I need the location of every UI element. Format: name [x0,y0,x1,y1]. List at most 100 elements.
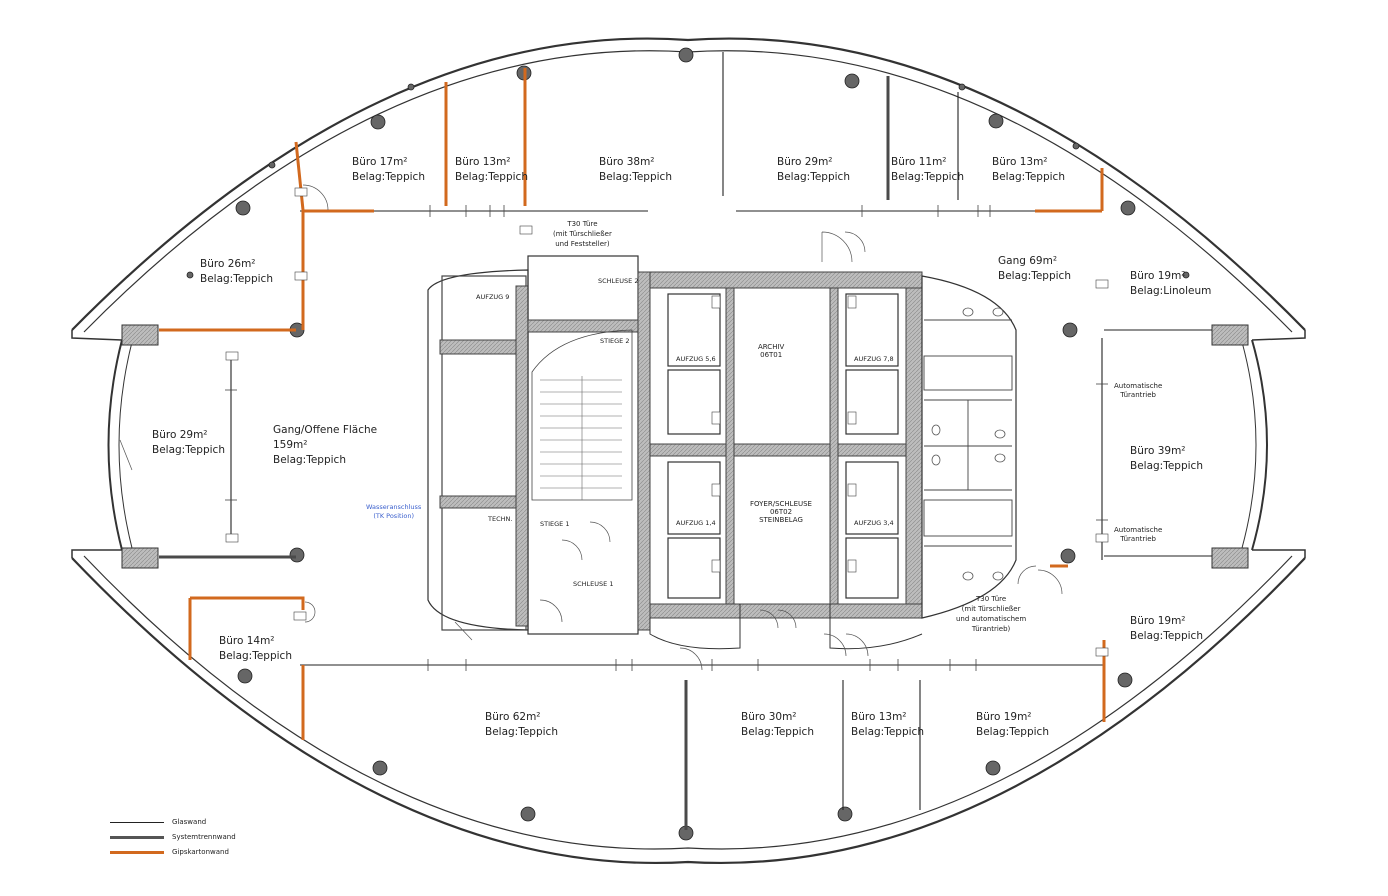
room-floor: Belag:Teppich [976,726,1049,738]
room-floor: Belag:Teppich [455,171,528,183]
room-floor: Belag:Teppich [485,726,558,738]
room-floor: Belag:Teppich [352,171,425,183]
wall-tags [225,187,1109,657]
room-buero-14: Büro 14m² Belag:Teppich [219,634,292,664]
room-buero-13c: Büro 13m² Belag:Teppich [851,710,924,740]
core-aufzug-78: AUFZUG 7,8 [854,355,894,363]
core-treppe-2: STIEGE 2 [600,337,630,345]
room-name: Büro 14m² [219,635,275,647]
core-aufzug-9: AUFZUG 9 [476,293,510,301]
facade-pillars [121,324,1249,569]
room-area: 159m² [273,439,308,451]
room-floor: Belag:Linoleum [1130,285,1212,297]
legend-label: Systemtrennwand [172,833,236,841]
room-name: Gang 69m² [998,255,1058,267]
room-buero-19a: Büro 19m² Belag:Linoleum [1130,269,1211,299]
room-floor: Belag:Teppich [273,454,346,466]
annotation-line: Türantrieb [1120,535,1156,543]
room-name: Büro 30m² [741,711,797,723]
core-treppe-1: STIEGE 1 [540,520,570,528]
core-aufzug-14: AUFZUG 1,4 [676,519,716,527]
annotation-line: Türantrieb [1120,391,1156,399]
room-buero-29b: Büro 29m² Belag:Teppich [152,428,225,458]
core-techn: TECHN. [488,515,513,523]
room-name: Büro 13m² [455,156,511,168]
annotation-line: (mit Türschließer [553,230,612,238]
room-name: Büro 13m² [851,711,907,723]
annotation-line: Automatische [1114,382,1163,390]
room-name: Büro 38m² [599,156,655,168]
wall-ticks [225,205,1108,671]
system-walls [159,76,890,830]
room-name: Büro 19m² [976,711,1032,723]
room-gang-offen: Gang/Offene Fläche 159m² Belag:Teppich [273,423,377,468]
gipskarton-walls [159,68,1106,740]
room-buero-17: Büro 17m² Belag:Teppich [352,155,425,185]
legend-label: Gipskartonwand [172,848,229,856]
room-name: Büro 39m² [1130,445,1186,457]
room-name: Büro 19m² [1130,615,1186,627]
core-aufzug-34: AUFZUG 3,4 [854,519,894,527]
room-name: Büro 29m² [152,429,208,441]
room-floor: Belag:Teppich [152,444,225,456]
core-structure [427,255,1017,650]
room-buero-26: Büro 26m² Belag:Teppich [200,257,273,287]
foyer-floor: STEINBELAG [759,516,803,524]
foyer-name: FOYER/SCHLEUSE [750,500,812,508]
room-floor: Belag:Teppich [200,273,273,285]
room-name: Büro 17m² [352,156,408,168]
room-name: Gang/Offene Fläche [273,424,378,436]
room-buero-39: Büro 39m² Belag:Teppich [1130,444,1203,474]
room-buero-38: Büro 38m² Belag:Teppich [599,155,672,185]
room-name: Büro 19m² [1130,270,1186,282]
annotation-line: und automatischem [956,615,1027,623]
facade [71,37,1306,864]
room-floor: Belag:Teppich [851,726,924,738]
room-buero-62: Büro 62m² Belag:Teppich [485,710,558,740]
room-name: Büro 11m² [891,156,947,168]
room-buero-19c: Büro 19m² Belag:Teppich [976,710,1049,740]
annotation-line: T30 Türe [567,220,598,228]
annotation-line: (TK Position) [373,512,414,520]
legend-swatch [110,851,164,854]
room-name: Büro 26m² [200,258,256,270]
archiv-name: ARCHIV [758,343,785,351]
room-buero-11: Büro 11m² Belag:Teppich [891,155,964,185]
core-schleuse-1: SCHLEUSE 1 [573,580,614,588]
room-floor: Belag:Teppich [219,650,292,662]
annotation-line: Türantrieb) [971,625,1011,633]
core-aufzug-56: AUFZUG 5,6 [676,355,716,363]
room-floor: Belag:Teppich [741,726,814,738]
annotation-line: Automatische [1114,526,1163,534]
room-floor: Belag:Teppich [891,171,964,183]
archiv-code: 06T01 [760,351,783,359]
room-buero-13a: Büro 13m² Belag:Teppich [455,155,528,185]
room-buero-29a: Büro 29m² Belag:Teppich [777,155,850,185]
room-name: Büro 62m² [485,711,541,723]
annotation-line: (mit Türschließer [961,605,1021,613]
room-floor: Belag:Teppich [1130,460,1203,472]
annotation-line: und Feststeller) [555,240,610,248]
room-gang-69: Gang 69m² Belag:Teppich [998,254,1071,284]
room-floor: Belag:Teppich [599,171,672,183]
legend-swatch [110,822,164,823]
annotation-line: T30 Türe [975,595,1007,603]
door-swings [119,184,1063,671]
foyer-code: 06T02 [769,508,793,516]
room-floor: Belag:Teppich [992,171,1065,183]
room-name: Büro 29m² [777,156,833,168]
annotation-line: Wasseranschluss [366,503,422,511]
room-floor: Belag:Teppich [777,171,850,183]
annotation-t30-top: T30 Türe (mit Türschließer und Feststeller… [553,219,612,249]
legend-swatch [110,836,164,839]
room-buero-30: Büro 30m² Belag:Teppich [741,710,814,740]
room-floor: Belag:Teppich [998,270,1071,282]
core-schleuse-2: SCHLEUSE 2 [598,277,639,285]
